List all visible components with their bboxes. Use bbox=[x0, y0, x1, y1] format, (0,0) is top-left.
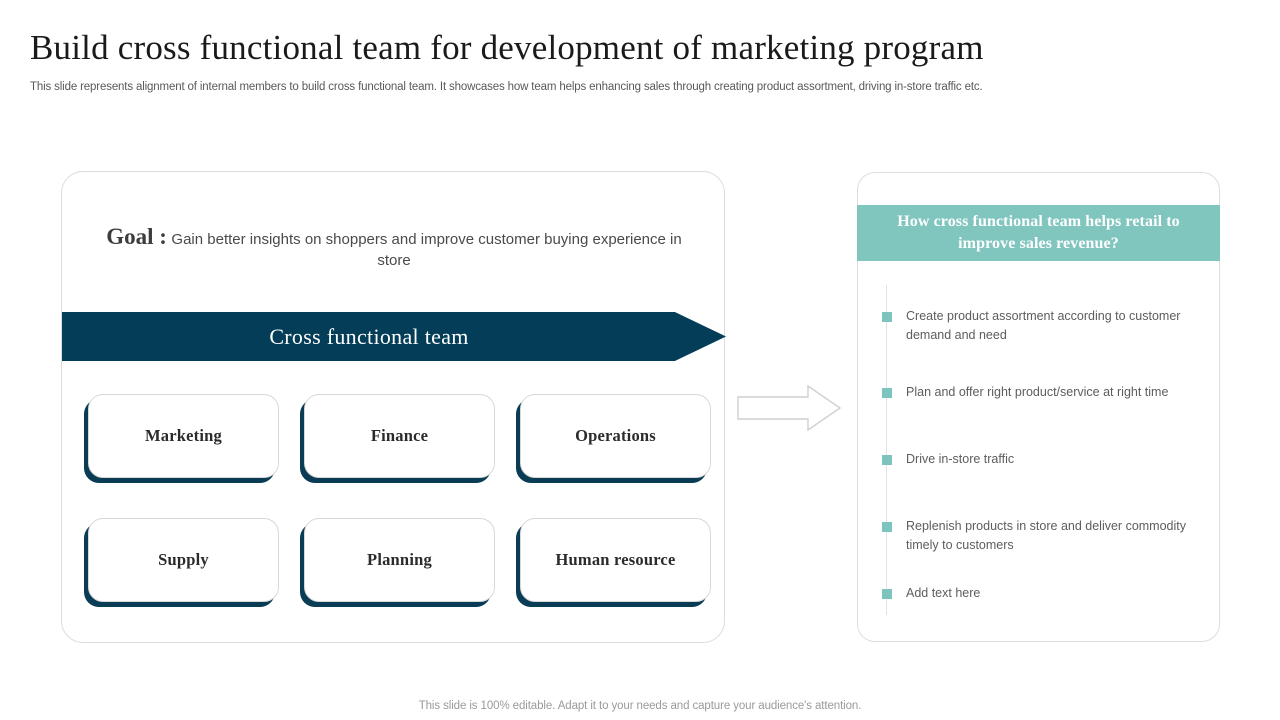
benefits-card: How cross functional team helps retail t… bbox=[857, 172, 1220, 642]
page-title: Build cross functional team for developm… bbox=[30, 28, 984, 67]
team-card-face: Planning bbox=[304, 518, 495, 602]
team-card-marketing[interactable]: Marketing bbox=[84, 394, 279, 483]
team-card-label: Finance bbox=[370, 426, 429, 445]
timeline-rail bbox=[886, 285, 887, 615]
team-card-label: Planning bbox=[367, 550, 432, 569]
bullet-square-icon bbox=[882, 522, 892, 532]
cross-functional-team-card: Goal : Gain better insights on shoppers … bbox=[61, 171, 726, 643]
benefits-header-text: How cross functional team helps retail t… bbox=[897, 213, 1180, 252]
list-item-text: Replenish products in store and deliver … bbox=[906, 519, 1186, 552]
bullet-square-icon bbox=[882, 312, 892, 322]
team-card-label: Human resource bbox=[555, 550, 676, 569]
team-card-face: Operations bbox=[520, 394, 711, 478]
team-card-planning[interactable]: Planning bbox=[300, 518, 495, 607]
team-card-face: Human resource bbox=[520, 518, 711, 602]
team-card-finance[interactable]: Finance bbox=[300, 394, 495, 483]
banner-label: Cross functional team bbox=[269, 323, 469, 349]
team-card-label: Supply bbox=[158, 550, 209, 569]
team-card-face: Marketing bbox=[88, 394, 279, 478]
team-row: Marketing Finance Operations bbox=[84, 394, 732, 483]
team-row: Supply Planning Human resource bbox=[84, 518, 732, 607]
benefits-list: Create product assortment according to c… bbox=[858, 285, 1221, 615]
right-arrow-icon bbox=[737, 384, 842, 432]
team-grid: Marketing Finance Operations bbox=[84, 394, 732, 607]
goal-statement: Goal : Gain better insights on shoppers … bbox=[62, 224, 726, 271]
bullet-square-icon bbox=[882, 388, 892, 398]
bullet-square-icon bbox=[882, 455, 892, 465]
team-card-supply[interactable]: Supply bbox=[84, 518, 279, 607]
cross-functional-team-banner: Cross functional team bbox=[62, 312, 726, 361]
team-card-face: Finance bbox=[304, 394, 495, 478]
list-item-text: Create product assortment according to c… bbox=[906, 309, 1181, 342]
list-item-text: Drive in-store traffic bbox=[906, 452, 1015, 466]
footer-note: This slide is 100% editable. Adapt it to… bbox=[418, 700, 862, 712]
team-card-human-resource[interactable]: Human resource bbox=[516, 518, 711, 607]
list-item-text: Plan and offer right product/service at … bbox=[906, 385, 1169, 399]
team-card-face: Supply bbox=[88, 518, 279, 602]
goal-label: Goal : bbox=[106, 224, 167, 249]
team-card-operations[interactable]: Operations bbox=[516, 394, 711, 483]
banner-arrow-shape bbox=[62, 312, 726, 361]
list-item-text: Add text here bbox=[906, 586, 981, 600]
page-subtitle: This slide represents alignment of inter… bbox=[30, 81, 983, 93]
team-card-label: Marketing bbox=[145, 426, 222, 445]
bullet-square-icon bbox=[882, 589, 892, 599]
team-card-label: Operations bbox=[575, 426, 656, 445]
benefits-header: How cross functional team helps retail t… bbox=[857, 205, 1220, 261]
goal-text: Gain better insights on shoppers and imp… bbox=[171, 231, 682, 269]
